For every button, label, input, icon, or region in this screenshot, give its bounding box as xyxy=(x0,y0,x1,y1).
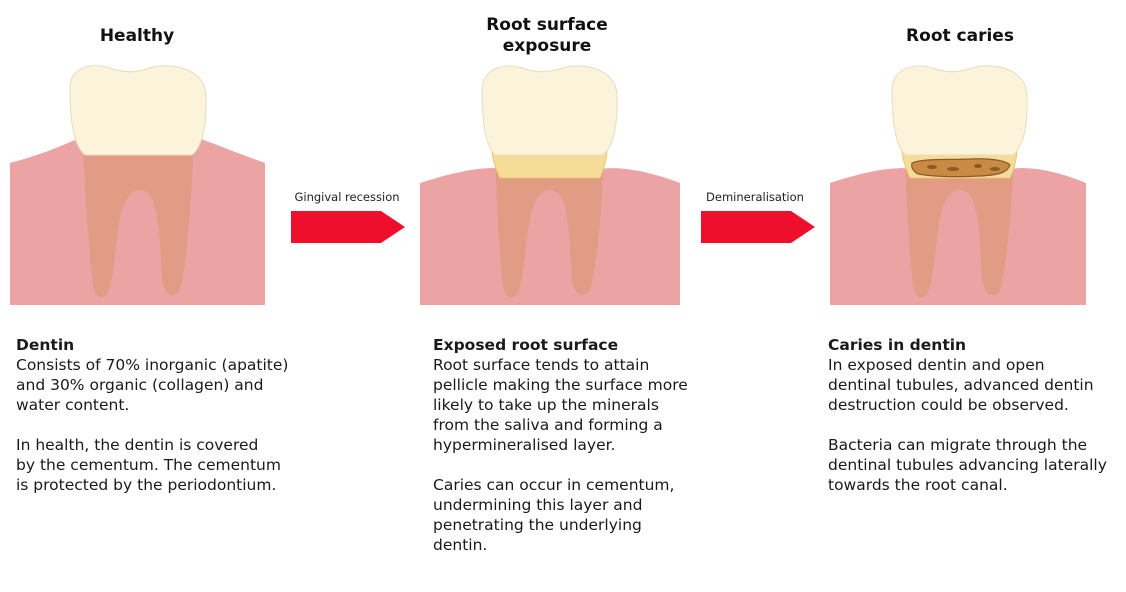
tooth-crown xyxy=(892,66,1027,155)
arrow-label-demineralisation: Demineralisation xyxy=(690,190,820,204)
description-exposed-root-surface: Exposed root surface Root surface tends … xyxy=(433,335,753,555)
arrow-right-icon xyxy=(701,211,815,243)
tooth-crown xyxy=(70,66,206,155)
arrow-right-icon xyxy=(291,211,405,243)
stage-title-healthy: Healthy xyxy=(57,26,217,47)
description-paragraph: Bacteria can migrate through the dentina… xyxy=(828,435,1124,495)
description-heading: Caries in dentin xyxy=(828,335,1124,355)
stage-title-root-surface-exposure: Root surface exposure xyxy=(467,15,627,57)
description-paragraph: In exposed dentin and open dentinal tubu… xyxy=(828,355,1124,415)
description-dentin: Dentin Consists of 70% inorganic (apatit… xyxy=(16,335,336,495)
description-paragraph: Caries can occur in cementum, underminin… xyxy=(433,475,753,555)
description-heading: Dentin xyxy=(16,335,336,355)
stage-title-root-caries: Root caries xyxy=(880,26,1040,47)
description-paragraph: Consists of 70% inorganic (apatite) and … xyxy=(16,355,336,415)
root-caries-tooth-illustration xyxy=(830,60,1090,310)
healthy-tooth-illustration xyxy=(10,60,265,310)
exposed-root-surface xyxy=(492,152,607,178)
description-caries-in-dentin: Caries in dentin In exposed dentin and o… xyxy=(828,335,1124,495)
description-paragraph: Root surface tends to attain pellicle ma… xyxy=(433,355,753,455)
arrow-label-gingival-recession: Gingival recession xyxy=(282,190,412,204)
root-exposure-tooth-illustration xyxy=(420,60,680,310)
description-heading: Exposed root surface xyxy=(433,335,753,355)
tooth-crown xyxy=(482,66,617,155)
description-paragraph: In health, the dentin is covered by the … xyxy=(16,435,336,495)
